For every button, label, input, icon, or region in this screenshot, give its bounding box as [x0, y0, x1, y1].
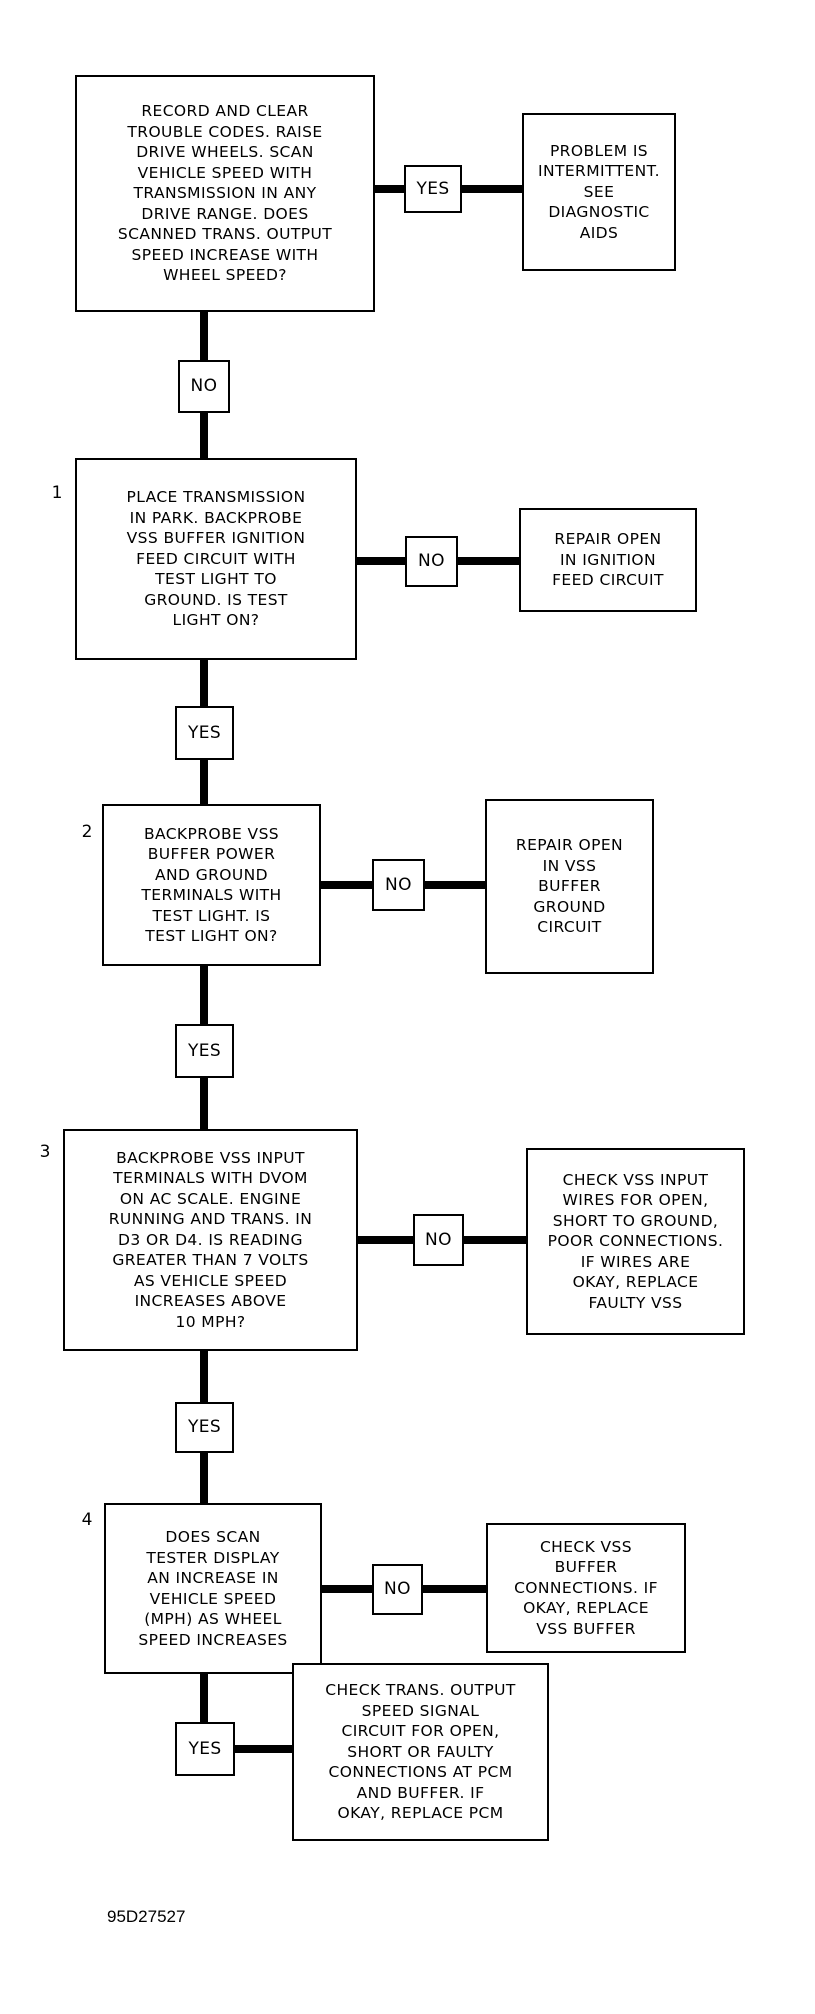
no-label: NO — [178, 360, 230, 413]
figure-id: 95D27527 — [107, 1907, 186, 1926]
no-label: NO — [405, 536, 458, 587]
result-box-2: REPAIR OPEN IN VSS BUFFER GROUND CIRCUIT — [485, 799, 654, 974]
step-box-3: BACKPROBE VSS INPUT TERMINALS WITH DVOM … — [63, 1129, 358, 1351]
yes-label: YES — [404, 165, 462, 213]
step-box-2: BACKPROBE VSS BUFFER POWER AND GROUND TE… — [102, 804, 321, 966]
yes-label: YES — [175, 706, 234, 760]
result-box-1: REPAIR OPEN IN IGNITION FEED CIRCUIT — [519, 508, 697, 612]
step-box-1: PLACE TRANSMISSION IN PARK. BACKPROBE VS… — [75, 458, 357, 660]
step-number-2: 2 — [81, 822, 93, 842]
step-number-3: 3 — [39, 1142, 51, 1162]
result-box-intermittent: PROBLEM IS INTERMITTENT. SEE DIAGNOSTIC … — [522, 113, 676, 271]
yes-label: YES — [175, 1024, 234, 1078]
step-number-1: 1 — [51, 483, 63, 503]
yes-label: YES — [175, 1402, 234, 1453]
step-box-initial: RECORD AND CLEAR TROUBLE CODES. RAISE DR… — [75, 75, 375, 312]
no-label: NO — [372, 1564, 423, 1615]
result-box-3: CHECK VSS INPUT WIRES FOR OPEN, SHORT TO… — [526, 1148, 745, 1335]
no-label: NO — [413, 1214, 464, 1266]
no-label: NO — [372, 859, 425, 911]
result-box-final: CHECK TRANS. OUTPUT SPEED SIGNAL CIRCUIT… — [292, 1663, 549, 1841]
step-box-4: DOES SCAN TESTER DISPLAY AN INCREASE IN … — [104, 1503, 322, 1674]
step-number-4: 4 — [81, 1510, 93, 1530]
result-box-4: CHECK VSS BUFFER CONNECTIONS. IF OKAY, R… — [486, 1523, 686, 1653]
yes-label: YES — [175, 1722, 235, 1776]
